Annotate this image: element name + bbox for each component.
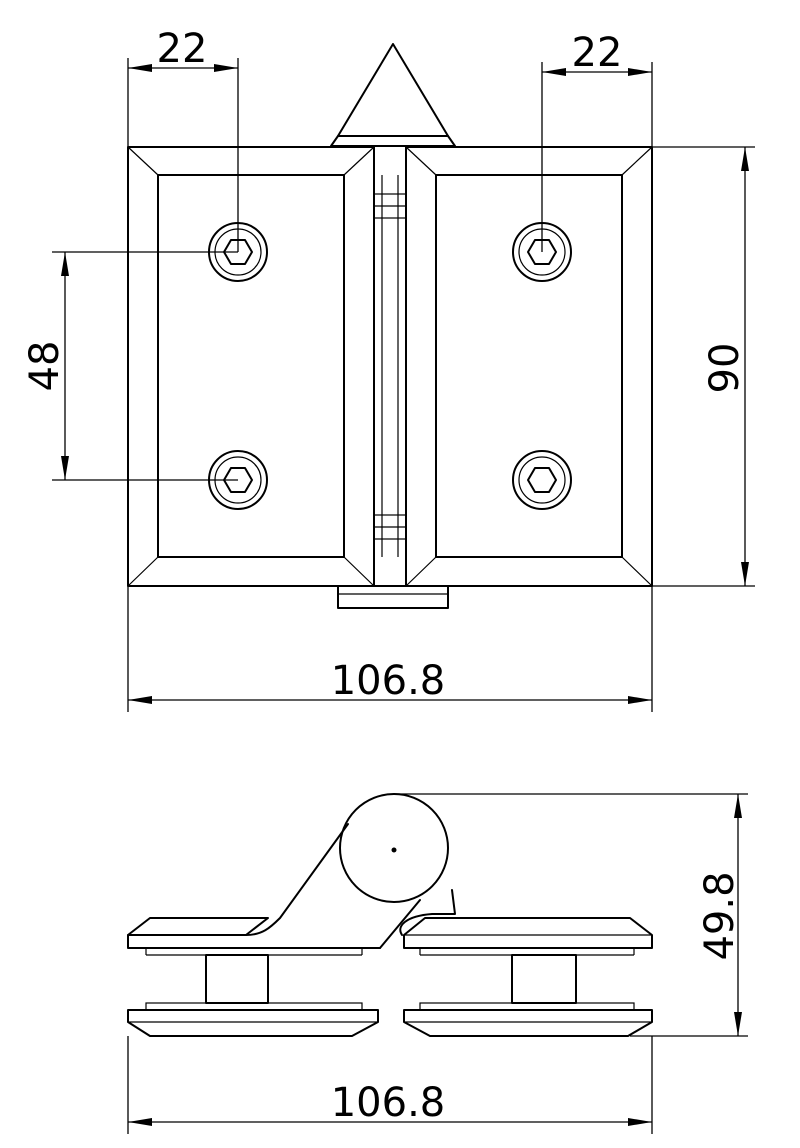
bottom-pin-cap bbox=[337, 585, 449, 609]
dimension-side-height: 49.8 bbox=[394, 793, 748, 1037]
left-clamp-top bbox=[127, 917, 381, 956]
hinge-barrel bbox=[339, 793, 449, 903]
right-plate bbox=[405, 146, 653, 587]
hinge-knuckle bbox=[373, 146, 407, 587]
dimension-plate-height: 90 bbox=[652, 146, 755, 587]
dimension-label-top-right: 22 bbox=[572, 30, 623, 76]
right-clamp-bottom bbox=[403, 1002, 653, 1037]
dimension-label-front-width: 106.8 bbox=[331, 658, 446, 704]
dimension-top-left-offset: 22 bbox=[127, 26, 239, 252]
hinge-arm bbox=[245, 823, 456, 949]
right-clamp-top bbox=[403, 917, 653, 956]
dimension-label-side-width: 106.8 bbox=[331, 1080, 446, 1126]
right-post bbox=[511, 954, 577, 1004]
left-clamp-bottom bbox=[127, 1002, 379, 1037]
bolt-bottom-right bbox=[512, 450, 572, 510]
dimension-top-right-offset: 22 bbox=[541, 30, 653, 252]
left-post bbox=[205, 954, 269, 1004]
front-view: 22 22 48 90 bbox=[22, 26, 755, 712]
dimension-side-width: 106.8 bbox=[127, 1036, 653, 1134]
dimension-hole-spacing: 48 bbox=[22, 251, 238, 481]
dimension-front-width: 106.8 bbox=[127, 586, 653, 712]
dimension-label-top-left: 22 bbox=[157, 26, 208, 72]
dimension-label-plate-height: 90 bbox=[702, 343, 748, 394]
top-pin-cap bbox=[330, 43, 456, 147]
side-view: 49.8 106.8 bbox=[127, 793, 748, 1134]
left-plate bbox=[127, 146, 375, 587]
dimension-label-side-height: 49.8 bbox=[697, 871, 743, 960]
dimension-label-hole-spacing: 48 bbox=[22, 341, 68, 392]
